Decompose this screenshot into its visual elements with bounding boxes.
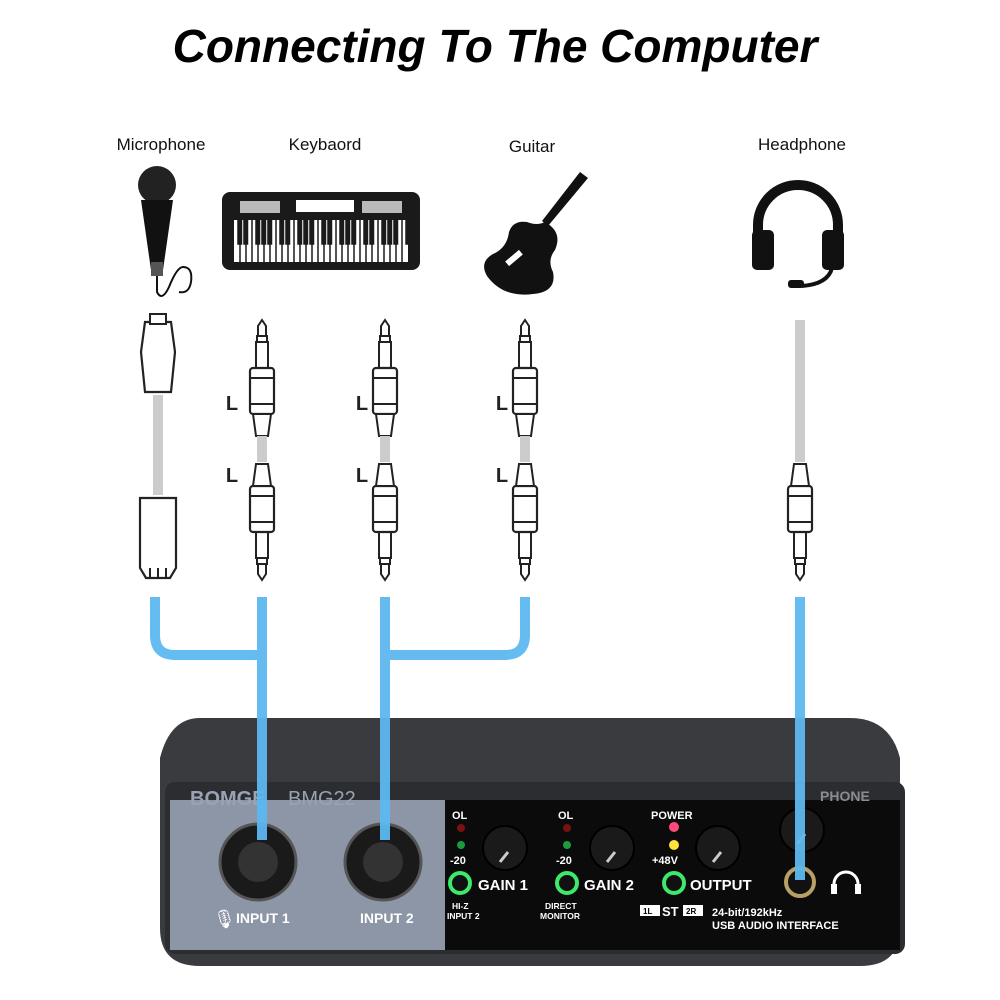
label-headphone: Headphone [758,135,846,154]
input-2-label: INPUT 2 [360,910,414,926]
spec-type: USB AUDIO INTERFACE [712,920,839,932]
output-label: OUTPUT [690,877,752,894]
power-led [669,822,679,832]
plug-label: L [226,465,238,487]
guitar-icon [484,172,588,295]
minus20-label: -20 [556,855,572,867]
headphone-cable [786,320,814,582]
keyboard-cable [248,318,276,582]
output-knob[interactable] [694,824,742,872]
label-guitar: Guitar [509,137,556,156]
plug-label: L [226,393,238,415]
phone-label: PHONE [820,788,870,804]
direct-label: DIRECT [545,901,577,911]
microphone-icon: 🎙 [213,909,236,929]
spec-resolution: 24-bit/192kHz [712,907,783,919]
minus20-label: -20 [450,855,466,867]
direct-monitor-button[interactable] [555,871,579,895]
headphone-icon [752,180,844,288]
st-label: ST [662,904,679,919]
headphone-icon [832,870,860,892]
phantom-led [669,840,679,850]
connection-lines [150,597,805,880]
label-keyboard: Keybaord [289,135,362,154]
input-2-jack[interactable] [343,822,423,902]
label-microphone: Microphone [117,135,206,154]
microphone-icon [138,166,193,297]
plug-label: L [496,393,508,415]
monitor-label: MONITOR [540,911,580,921]
hiz-input2-label: INPUT 2 [447,911,480,921]
xlr-cable [138,313,178,580]
ol-label: OL [452,810,468,822]
gain-1-label: GAIN 1 [478,877,528,894]
ol-label: OL [558,810,574,822]
st-right-label: 2R [686,907,696,916]
keyboard-cable-2 [371,318,399,582]
plug-label: L [356,393,368,415]
gain-1-knob[interactable] [481,824,529,872]
guitar-cable [511,318,539,582]
power-label: POWER [651,810,693,822]
st-left-label: 1L [643,907,652,916]
page-title: Connecting To The Computer [173,20,820,72]
keyboard-icon [222,192,420,270]
gain-2-label: GAIN 2 [584,877,634,894]
plug-label: L [356,465,368,487]
phantom-label: +48V [652,855,679,867]
input-1-label: INPUT 1 [236,910,290,926]
gain-2-knob[interactable] [588,824,636,872]
brand: BOMGE [190,788,266,810]
hiz-button[interactable] [448,871,472,895]
hiz-label: HI-Z [452,901,469,911]
model: BMG22 [288,788,356,810]
plug-label: L [496,465,508,487]
phantom-button[interactable] [662,871,686,895]
audio-interface: BOMGE BMG22 INPUT 1 INPUT 2 🎙 OL -20 GAI… [160,718,905,966]
